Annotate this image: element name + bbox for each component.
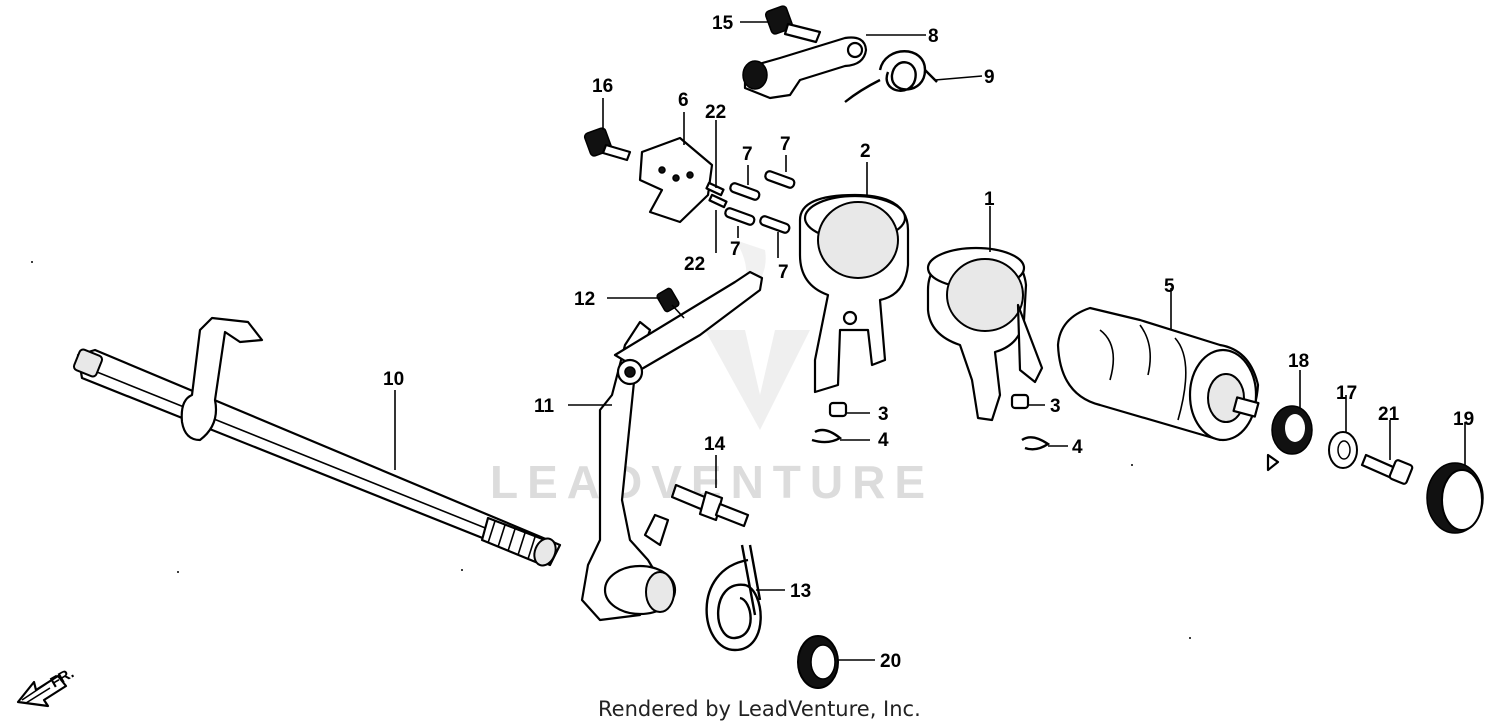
callout-13: 13 (790, 581, 811, 602)
part-11-gearshift-arm (580, 270, 764, 622)
callout-19: 19 (1453, 409, 1474, 430)
callout-labels: 15 8 9 16 6 22 7 7 2 1 7 22 7 5 12 18 10… (383, 13, 1474, 672)
callout-6: 6 (678, 90, 689, 111)
part-21-bolt (1360, 453, 1414, 485)
front-direction-arrow: FR. (16, 665, 77, 708)
scan-dots (31, 261, 1191, 639)
callout-14: 14 (704, 434, 726, 455)
callout-22-top: 22 (705, 102, 726, 123)
callout-15: 15 (712, 13, 734, 34)
callout-17: 17 (1336, 383, 1357, 404)
callout-7-d: 7 (778, 262, 789, 283)
part-10-gearshift-spindle (72, 316, 562, 567)
credit-text: Rendered by LeadVenture, Inc. (598, 697, 921, 721)
callout-7-a: 7 (742, 144, 753, 165)
callout-3-a: 3 (878, 404, 889, 425)
part-13-return-spring (705, 544, 762, 652)
callout-20: 20 (880, 651, 901, 672)
callout-7-b: 7 (780, 134, 791, 155)
callout-3-b: 3 (1050, 396, 1061, 417)
callout-8: 8 (928, 26, 939, 47)
callout-16: 16 (592, 76, 613, 97)
callout-5: 5 (1164, 276, 1175, 297)
spline-end (480, 516, 557, 567)
part-6-stopper-plate (638, 136, 714, 224)
callout-9: 9 (984, 67, 995, 88)
part-15-bolt (764, 5, 822, 44)
part-17-washer (1328, 431, 1358, 469)
leader-lines (394, 21, 1466, 661)
part-3-guide-pins (828, 393, 1030, 418)
part-8-stopper-arm (742, 36, 868, 100)
callout-18: 18 (1288, 351, 1309, 372)
part-20-oil-seal (797, 635, 839, 689)
callout-2: 2 (860, 141, 871, 162)
part-4-cotter-pins (811, 428, 1051, 451)
part-2-shift-fork (798, 193, 910, 394)
callout-11: 11 (534, 396, 555, 417)
part-18-plate (1266, 405, 1313, 472)
part-16-bolt (583, 127, 632, 162)
part-14-stud-bolt (670, 483, 750, 528)
callout-12: 12 (574, 289, 595, 310)
part-1-shift-fork (926, 246, 1044, 422)
callout-4-a: 4 (878, 430, 889, 451)
watermark-logo (705, 240, 810, 430)
callout-21: 21 (1378, 404, 1400, 425)
callout-10: 10 (383, 369, 404, 390)
part-12-bolt (656, 287, 685, 319)
callout-22-bottom: 22 (684, 254, 705, 275)
callout-1: 1 (984, 189, 995, 210)
part-19-cap (1426, 462, 1484, 534)
callout-7-c: 7 (730, 239, 741, 260)
part-5-shift-drum (1056, 306, 1260, 442)
part-7-dowel-pins (724, 170, 796, 234)
callout-4-b: 4 (1072, 437, 1083, 458)
